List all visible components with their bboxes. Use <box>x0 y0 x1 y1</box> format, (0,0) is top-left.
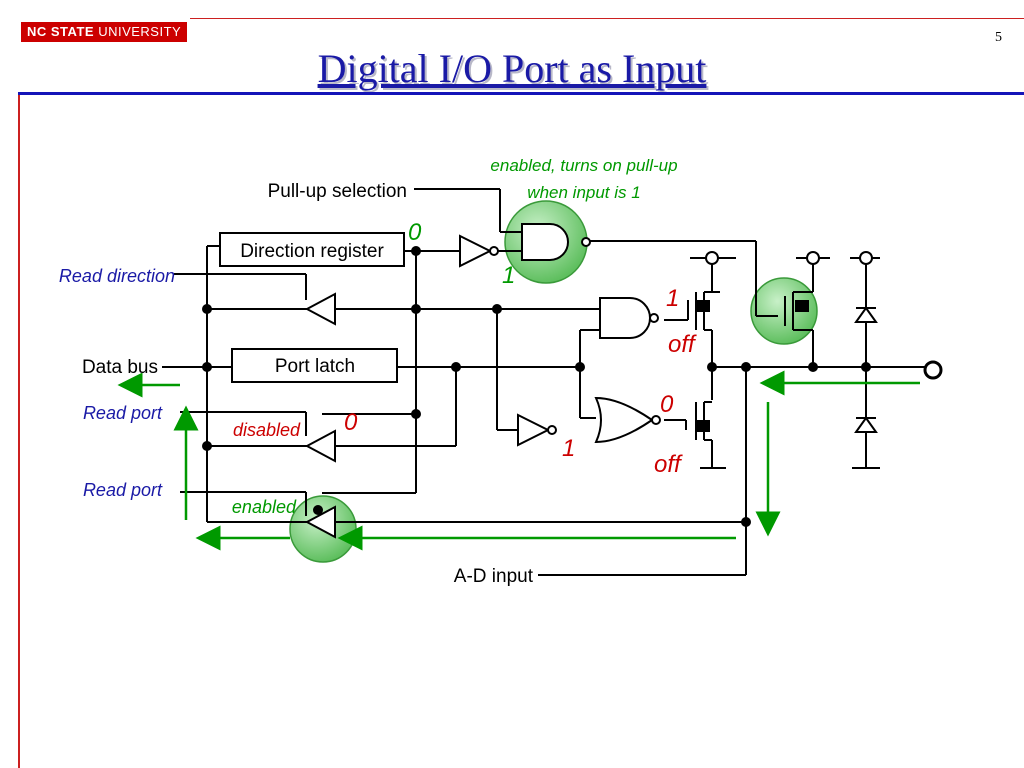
value-1-nand-output: 1 <box>666 285 679 312</box>
nor-inverter <box>517 413 551 447</box>
disabled-label: disabled <box>233 420 301 440</box>
output-nand-gate <box>599 297 651 339</box>
pullup-nand-gate <box>521 223 569 261</box>
left-margin-rule <box>18 95 20 768</box>
pullup-selection-label: Pull-up selection <box>268 181 407 202</box>
ad-input-label: A-D input <box>454 566 534 587</box>
value-1-nand-input: 1 <box>502 262 515 289</box>
buffers <box>304 234 557 539</box>
output-nor-gate <box>594 396 654 444</box>
page-number: 5 <box>995 30 1002 45</box>
circuit-wires <box>162 188 925 576</box>
read-port-label-2: Read port <box>83 480 163 500</box>
annotation-pullup-2: when input is 1 <box>527 183 640 202</box>
pullup-inverter <box>459 234 493 268</box>
port-latch-box <box>231 348 398 383</box>
read-direction-buffer <box>304 292 336 326</box>
direction-register-box <box>219 232 405 267</box>
output-pin <box>923 360 943 380</box>
annotation-pullup: enabled, turns on pull-up <box>490 156 677 175</box>
value-0-direction: 0 <box>408 219 422 246</box>
enabled-label: enabled <box>232 497 297 517</box>
slide-title: Digital I/O Port as Input <box>317 46 707 91</box>
university-logo: NC STATE UNIVERSITY <box>21 22 188 42</box>
value-1-inverter: 1 <box>562 435 575 462</box>
data-bus-label: Data bus <box>82 357 158 378</box>
value-0-nor-output: 0 <box>660 391 674 418</box>
read-port-buffer-enabled <box>304 505 336 539</box>
read-port-label-1: Read port <box>83 403 163 423</box>
off-bottom-label: off <box>654 451 683 478</box>
off-top-label: off <box>668 331 697 358</box>
direction-register-label: Direction register <box>240 241 384 262</box>
title-underline-rule <box>18 92 1024 95</box>
header-red-line <box>190 18 1024 19</box>
read-direction-label: Read direction <box>59 266 175 286</box>
value-0-read-port: 0 <box>344 409 358 436</box>
port-latch-label: Port latch <box>275 356 355 377</box>
read-port-buffer-disabled <box>304 429 336 463</box>
